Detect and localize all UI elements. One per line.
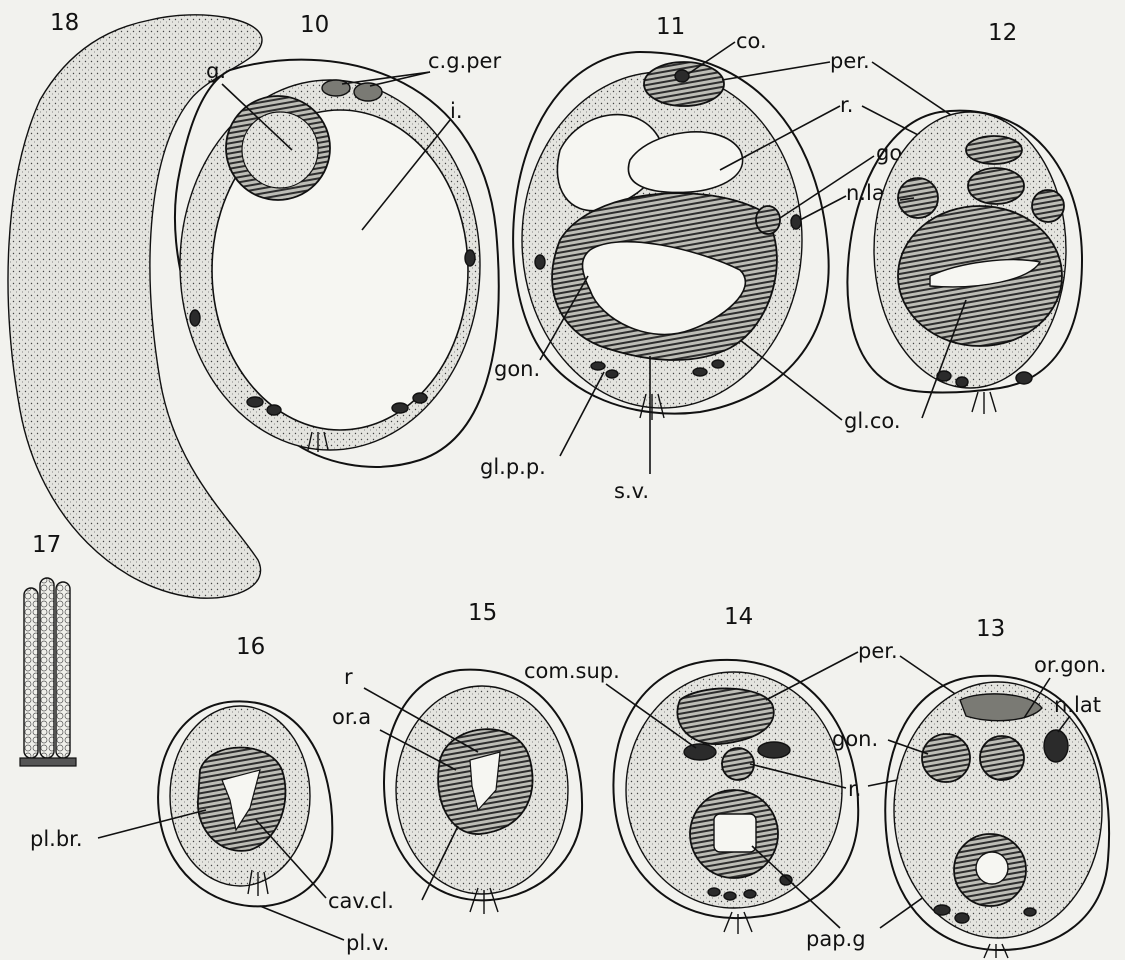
label-gon-bottom: gon.: [832, 727, 878, 751]
label-g: g.: [206, 59, 226, 83]
basement-membrane: [20, 758, 76, 766]
lateral-nerve-right: [465, 250, 475, 266]
rhynchocoel: [980, 736, 1024, 780]
cerebral-ganglion-left: [322, 80, 350, 96]
figure-number-10: 10: [300, 12, 329, 38]
label-gl-co: gl.co.: [844, 409, 901, 433]
gut-lumen: [714, 814, 756, 852]
lateral-nerve: [1044, 730, 1068, 762]
figure-number-18: 18: [50, 10, 79, 36]
coelom-dot: [675, 70, 689, 82]
gonad-left: [898, 178, 938, 218]
label-gl-pp: gl.p.p.: [480, 455, 546, 479]
label-r-bottom: r.: [848, 777, 861, 801]
cell-column-2: [40, 578, 54, 758]
lateral-nerve-right: [791, 215, 801, 229]
label-co: co.: [736, 29, 767, 53]
label-n-lat-bottom: n.lat: [1054, 693, 1101, 717]
label-pl-v: pl.v.: [346, 931, 389, 955]
ventral-bristles: [724, 912, 752, 934]
figure-10: 10 c.g.per g. i.: [175, 12, 502, 467]
label-or-gon: or.gon.: [1034, 653, 1106, 677]
figure-number-15: 15: [468, 600, 497, 626]
cerebral-ganglion-right: [354, 83, 382, 101]
label-r-top: r.: [840, 93, 853, 117]
pericardium: [966, 136, 1022, 164]
figure-16: 16 pl.br. cav.cl. pl.v.: [30, 634, 394, 955]
leader-gl-pp: [560, 372, 604, 456]
figure-number-13: 13: [976, 616, 1005, 642]
figure-15: 15 r or.a: [332, 600, 582, 914]
ganglion-core: [242, 112, 318, 188]
figure-number-12: 12: [988, 20, 1017, 46]
cell-column-3: [56, 582, 70, 758]
rhynchocoel: [968, 168, 1024, 204]
label-pap-g: pap.g: [806, 927, 866, 951]
figure-number-11: 11: [656, 14, 685, 40]
label-cav-cl: cav.cl.: [328, 889, 394, 913]
lateral-nerve-left: [535, 255, 545, 269]
figure-17: 17: [20, 532, 76, 766]
ventral-bristles: [984, 944, 1008, 958]
pericardium: [644, 62, 724, 106]
leader-gl-co: [740, 340, 842, 420]
lateral-nerve-left: [190, 310, 200, 326]
ventral-bristles: [972, 392, 996, 414]
figure-number-16: 16: [236, 634, 265, 660]
label-gon-mid: gon.: [494, 357, 540, 381]
leader-per-left: [722, 62, 830, 80]
commissure-left: [684, 744, 716, 760]
label-cg-per: c.g.per: [428, 49, 501, 73]
label-i: i.: [450, 99, 463, 123]
label-sv: s.v.: [614, 479, 649, 503]
figure-13: 13 or.gon. n.lat gon.: [832, 616, 1109, 958]
label-com-sup: com.sup.: [524, 659, 620, 683]
cell-column-1: [24, 588, 38, 758]
gonad-right: [1032, 190, 1064, 222]
gonad: [922, 734, 970, 782]
label-r-15: r: [344, 665, 353, 689]
figure-12: 12: [847, 20, 1082, 418]
label-per-top: per.: [830, 49, 870, 73]
label-or-a: or.a: [332, 705, 371, 729]
papilla-lumen: [976, 852, 1008, 884]
gonad-bud: [756, 206, 780, 234]
rhynchocoel: [722, 748, 754, 780]
figure-number-14: 14: [724, 604, 753, 630]
label-per-bottom: per.: [858, 639, 898, 663]
label-pl-br: pl.br.: [30, 827, 83, 851]
figure-number-17: 17: [32, 532, 61, 558]
commissure-right: [758, 742, 790, 758]
